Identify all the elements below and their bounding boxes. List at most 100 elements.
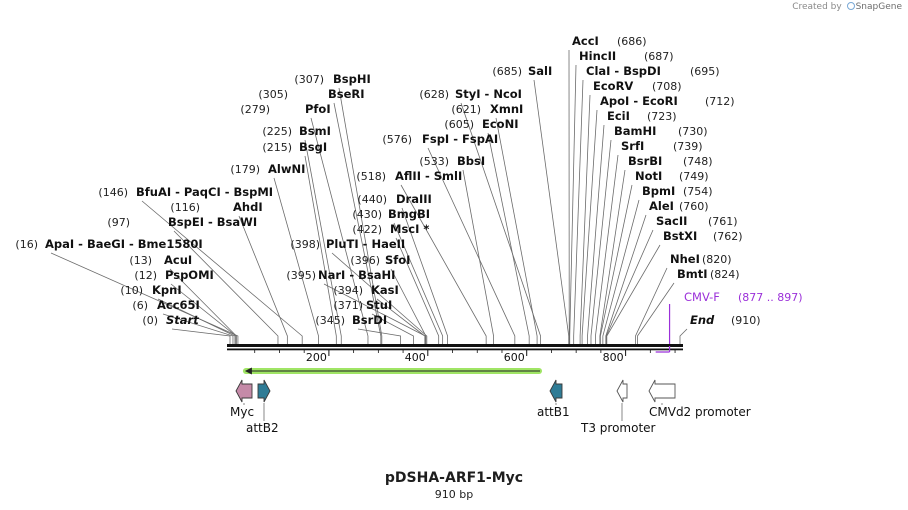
site-line-srfi <box>595 154 619 344</box>
site-name-alei: AleI <box>649 199 674 213</box>
site-hincii[interactable]: HincII(687) <box>579 49 674 63</box>
site-position-kpni: (10) <box>120 284 143 297</box>
site-bsrdi[interactable]: BsrDI(345) <box>315 313 387 327</box>
site-position-bseri: (305) <box>258 88 288 101</box>
site-pluti[interactable]: PluTI - HaeII(398) <box>290 237 405 251</box>
site-ecii[interactable]: EciI(723) <box>607 109 677 123</box>
site-bsmi[interactable]: BsmI(225) <box>262 124 330 138</box>
site-line-bsmi <box>304 139 342 344</box>
feature-cmvd2-promoter-arrow-icon[interactable] <box>648 379 676 403</box>
site-name-sali: SalI <box>528 64 552 78</box>
orf-arrowhead-icon <box>244 367 252 375</box>
site-start[interactable]: Start(0) <box>142 313 199 327</box>
site-line-xmni <box>495 117 538 344</box>
site-bamhi[interactable]: BamHI(730) <box>614 124 708 138</box>
site-bmgbi[interactable]: BmgBI(430) <box>352 207 430 221</box>
site-styi[interactable]: StyI - NcoI(628) <box>419 87 522 101</box>
site-line-bstxi <box>606 244 661 344</box>
site-name-hincii: HincII <box>579 49 616 63</box>
site-position-acui: (13) <box>129 254 152 267</box>
site-xmni[interactable]: XmnI(621) <box>451 102 523 116</box>
site-name-pspomi: PspOMI <box>165 268 214 282</box>
restriction-site-labels: Start(0)Acc65I(6)KpnI(10)PspOMI(12)AcuI(… <box>15 34 760 327</box>
site-clai[interactable]: ClaI - BspDI(695) <box>586 64 720 78</box>
site-position-econi: (605) <box>444 118 474 131</box>
site-ahdi[interactable]: AhdI(116) <box>170 200 262 214</box>
site-line-hincii <box>569 64 577 344</box>
primer-binding-mark[interactable] <box>655 304 671 353</box>
site-name-bmti: BmtI <box>677 267 708 281</box>
site-apai[interactable]: ApaI - BaeGI - Bme1580I(16) <box>15 237 202 251</box>
site-line-bsrdi <box>357 328 402 344</box>
site-name-bsmi: BsmI <box>299 124 331 138</box>
site-line-ecii <box>587 124 605 344</box>
feature-t3-promoter-arrow-icon[interactable] <box>616 379 628 403</box>
site-sacii[interactable]: SacII(761) <box>656 214 738 228</box>
site-ecorv[interactable]: EcoRV(708) <box>593 79 682 93</box>
feature-attb1-arrow-icon[interactable] <box>549 379 563 403</box>
site-name-sfoi: SfoI <box>385 253 410 267</box>
site-sali[interactable]: SalI(685) <box>492 64 552 78</box>
site-pspomi[interactable]: PspOMI(12) <box>134 268 213 282</box>
site-line-nari <box>323 283 426 344</box>
site-kasi[interactable]: KasI (394) <box>333 283 398 297</box>
site-line-draiii <box>401 207 448 344</box>
site-pfoi[interactable]: PfoI(279) <box>240 102 330 116</box>
site-noti[interactable]: NotI(749) <box>635 169 709 183</box>
site-msci[interactable]: MscI *(422) <box>352 222 429 236</box>
site-line-econi <box>487 132 530 344</box>
site-bsgi[interactable]: BsgI(215) <box>262 140 327 154</box>
site-bbsi[interactable]: BbsI(533) <box>419 154 485 168</box>
site-draiii[interactable]: DraIII (440) <box>357 192 431 206</box>
site-position-aflii: (518) <box>356 170 386 183</box>
primer-annotation: CMV-F(877 .. 897) <box>655 290 803 353</box>
site-stui[interactable]: StuI(371) <box>333 298 392 312</box>
site-econi[interactable]: EcoNI(605) <box>444 117 518 131</box>
site-alwni[interactable]: AlwNI(179) <box>230 162 305 176</box>
site-name-kasi: KasI <box>371 283 399 297</box>
site-name-apoi: ApoI - EcoRI <box>600 94 678 108</box>
site-kpni[interactable]: KpnI(10) <box>120 283 181 297</box>
site-bfuai[interactable]: BfuAI - PaqCI - BspMI(146) <box>98 185 273 199</box>
site-alei[interactable]: AleI(760) <box>649 199 709 213</box>
snapgene-logo-icon <box>846 2 855 10</box>
site-bsphi[interactable]: BspHI(307) <box>294 72 370 86</box>
site-bstxi[interactable]: BstXI(762) <box>663 229 743 243</box>
site-name-bfuai: BfuAI - PaqCI - BspMI <box>136 185 273 199</box>
site-bpmi[interactable]: BpmI(754) <box>642 184 713 198</box>
site-name-fspi: FspI - FspAI <box>422 132 498 146</box>
site-position-bmti: (824) <box>710 268 740 281</box>
site-srfi[interactable]: SrfI(739) <box>621 139 703 153</box>
site-name-bmgbi: BmgBI <box>388 207 430 221</box>
site-nari[interactable]: NarI - BsaHI(395) <box>286 268 395 282</box>
site-position-bstxi: (762) <box>713 230 743 243</box>
feature-myc-arrow-icon[interactable] <box>235 379 253 403</box>
site-aflii[interactable]: AflII - SmlI(518) <box>356 169 462 183</box>
site-acui[interactable]: AcuI(13) <box>129 253 192 267</box>
site-bmti[interactable]: BmtI(824) <box>677 267 740 281</box>
site-name-acci: AccI <box>572 34 599 48</box>
site-name-draiii: DraIII <box>396 192 432 206</box>
feature-attb2-arrow-icon[interactable] <box>257 379 271 403</box>
site-name-clai: ClaI - BspDI <box>586 64 661 78</box>
site-nhei[interactable]: NheI(820) <box>670 252 732 266</box>
sequence-backbone <box>227 344 683 351</box>
site-line-bsgi <box>304 155 337 344</box>
site-name-sacii: SacII <box>656 214 687 228</box>
site-position-draiii: (440) <box>357 193 387 206</box>
site-line-stui <box>371 313 414 344</box>
site-name-start: Start <box>166 313 199 327</box>
site-bspei[interactable]: BspEI - BsaWI(97) <box>107 215 257 229</box>
site-end[interactable]: End(910) <box>690 313 761 327</box>
site-sfoi[interactable]: SfoI(396) <box>350 253 410 267</box>
site-acci[interactable]: AccI(686) <box>572 34 647 48</box>
site-acc65i[interactable]: Acc65I(6) <box>132 298 199 312</box>
site-name-stui: StuI <box>366 298 392 312</box>
site-position-kasi: (394) <box>333 284 363 297</box>
site-bsrbi[interactable]: BsrBI(748) <box>628 154 713 168</box>
site-name-bsrbi: BsrBI <box>628 154 662 168</box>
site-apoi[interactable]: ApoI - EcoRI(712) <box>600 94 735 108</box>
site-bseri[interactable]: BseRI(305) <box>258 87 364 101</box>
site-fspi[interactable]: FspI - FspAI(576) <box>382 132 498 146</box>
